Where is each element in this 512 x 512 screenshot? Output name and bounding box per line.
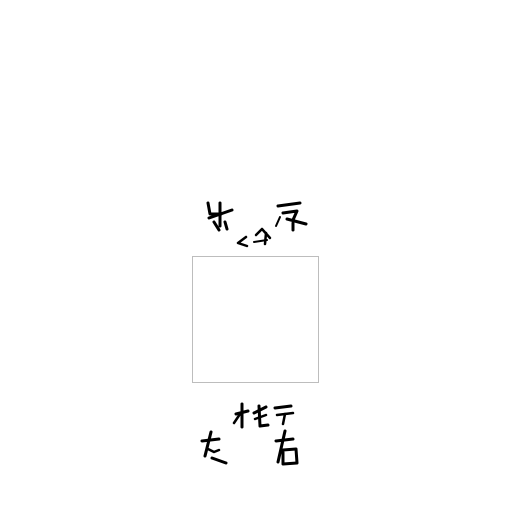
scribble-top-right [275,201,308,232]
empty-square-box [192,256,319,383]
scribble-bottom-left [200,430,228,465]
scribble-top-left [206,201,234,232]
scribble-middle [236,227,272,248]
scribble-bottom-center [232,402,295,429]
scribble-bottom-right [274,429,299,466]
